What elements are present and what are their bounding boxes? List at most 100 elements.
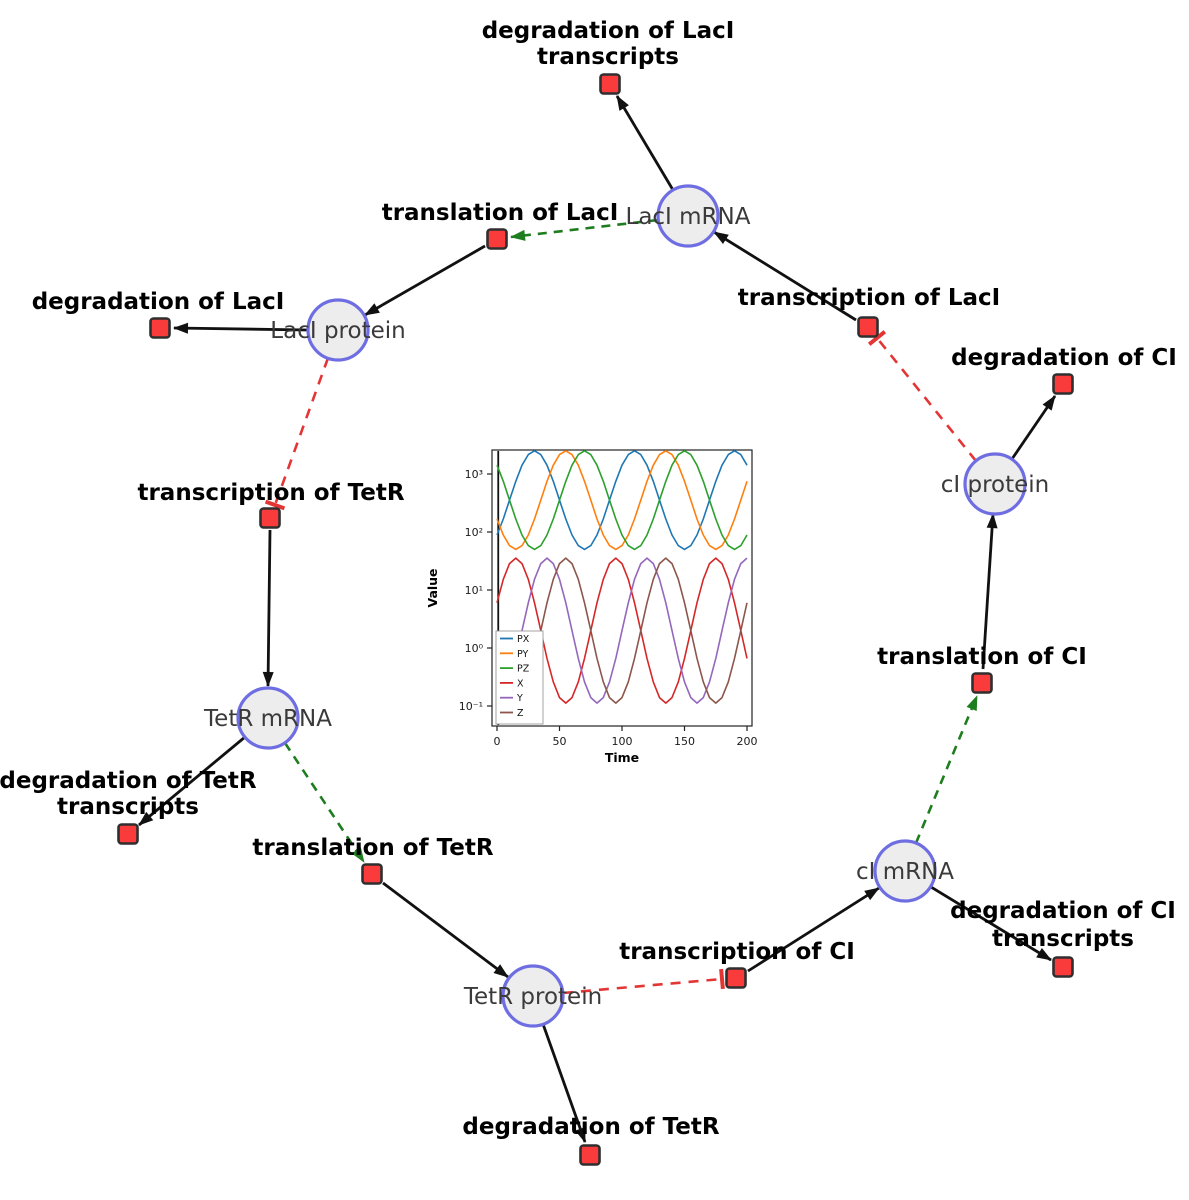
series-line-X: [496, 557, 748, 704]
edge-ci-mrna-to-degradation-transcripts: [930, 885, 1052, 962]
series-line-PY: [496, 449, 748, 551]
edge-transcription-laci-to-laci-mrna: [713, 230, 857, 322]
reaction-node-translation-of-tetr: translation of TetR: [252, 835, 494, 885]
x-axis-label: Time: [605, 750, 639, 765]
reaction-label: transcription of TetR: [137, 480, 404, 506]
reaction-node-degradation-of-laci: degradation of LacI: [32, 289, 285, 339]
reaction-square-icon: [579, 1144, 601, 1166]
species-circle-icon: [963, 452, 1027, 516]
species-node-ci-mrna: cI mRNA: [856, 839, 954, 903]
y-tick-label: 10³: [465, 468, 483, 481]
y-tick-label: 10²: [465, 526, 483, 539]
reaction-label: degradation of LacI: [482, 18, 735, 44]
edge-tetr-protein-inhibits-transcription-ci: [562, 968, 725, 995]
reaction-node-translation-of-ci: translation of CI: [877, 644, 1087, 694]
reaction-label: translation of CI: [877, 644, 1087, 670]
reaction-square-icon: [149, 317, 171, 339]
edge-laci-mrna-to-degradation-transcripts: [615, 95, 675, 191]
reaction-square-icon: [971, 672, 993, 694]
reaction-label: degradation of CI: [950, 898, 1176, 924]
reaction-node-translation-of-laci: translation of LacI: [382, 200, 619, 250]
edge-translation-laci-to-laci-protein: [364, 244, 486, 317]
reaction-square-icon: [1052, 956, 1074, 978]
x-tick-label: 100: [612, 735, 633, 748]
legend-box: [495, 630, 544, 725]
x-tick-label: 0: [494, 735, 501, 748]
reaction-node-transcription-of-tetr: transcription of TetR: [137, 480, 405, 529]
reaction-label: transcripts: [537, 44, 679, 70]
legend-label: PX: [517, 634, 530, 645]
reaction-square-icon: [117, 823, 139, 845]
edge-tetr-protein-to-degradation-tetr: [541, 1023, 587, 1143]
edge-ci-protein-to-degradation-ci: [1010, 395, 1057, 460]
species-circle-icon: [236, 686, 300, 750]
reaction-label: degradation of CI: [951, 345, 1177, 371]
series-line-PX: [496, 449, 748, 551]
x-tick-label: 50: [553, 735, 567, 748]
edge-laci-mrna-modifies-translation-laci: [510, 218, 659, 241]
edge-ci-mrna-modifies-translation-ci: [914, 695, 979, 844]
species-circle-icon: [501, 964, 565, 1028]
species-circle-icon: [873, 839, 937, 903]
species-label: LacI protein: [270, 318, 405, 344]
reaction-label: transcription of LacI: [738, 285, 1001, 311]
reaction-square-icon: [486, 228, 508, 250]
reaction-label: degradation of TetR: [462, 1114, 719, 1140]
reaction-label: transcription of CI: [619, 939, 855, 965]
species-label: TetR protein: [463, 984, 602, 1010]
legend: PX PY PZ XYZ: [495, 630, 544, 725]
reaction-node-transcription-of-laci: transcription of LacI: [738, 285, 1001, 338]
x-tick-label: 200: [737, 735, 758, 748]
reaction-label: degradation of LacI: [32, 289, 285, 315]
x-tick-label: 150: [674, 735, 695, 748]
reaction-square-icon: [1052, 373, 1074, 395]
reaction-node-degradation-of-ci: degradation of CI: [951, 345, 1177, 395]
edge-translation-tetr-to-tetr-protein: [382, 881, 509, 979]
series-line-Y: [496, 557, 748, 704]
legend-label: PZ: [517, 664, 530, 675]
species-circle-icon: [656, 184, 720, 248]
legend-label: Y: [516, 693, 523, 704]
y-tick-label: 10¹: [465, 584, 483, 597]
edge-ci-protein-inhibits-transcription-laci: [867, 330, 978, 462]
species-node-laci-protein: LacI protein: [270, 298, 406, 362]
reaction-node-transcription-of-ci: transcription of CI: [619, 939, 855, 989]
reaction-label: translation of LacI: [382, 200, 619, 226]
edge-transcription-tetr-to-tetr-mrna: [262, 529, 274, 687]
edge-tetr-mrna-to-degradation-transcripts: [138, 735, 246, 827]
reaction-square-icon: [857, 316, 879, 338]
species-label: LacI mRNA: [626, 204, 751, 230]
edge-transcription-ci-to-ci-mrna: [747, 886, 880, 973]
legend-label: PY: [517, 649, 529, 660]
y-axis-label: Value: [425, 568, 440, 607]
reaction-square-icon: [361, 863, 383, 885]
reaction-square-icon: [599, 73, 621, 95]
edge-tetr-mrna-modifies-translation-tetr: [283, 742, 366, 863]
reaction-square-icon: [725, 967, 747, 989]
edge-laci-protein-to-degradation-laci: [173, 322, 309, 334]
series-line-PZ: [496, 449, 748, 551]
reaction-square-icon: [259, 507, 281, 529]
species-circle-icon: [306, 298, 370, 362]
species-node-laci-mrna: LacI mRNA: [626, 184, 751, 248]
reaction-label: translation of TetR: [252, 835, 493, 861]
reaction-label: degradation of TetR: [0, 768, 257, 794]
reaction-label: transcripts: [992, 926, 1134, 952]
species-label: cI mRNA: [856, 859, 954, 885]
species-node-tetr-protein: TetR protein: [463, 964, 602, 1028]
edge-laci-protein-inhibits-transcription-tetr: [264, 357, 330, 511]
y-tick-label: 10⁻¹: [459, 700, 483, 713]
legend-label: Z: [517, 708, 524, 719]
y-tick-label: 10⁰: [465, 642, 484, 655]
reaction-node-degradation-of-tetr: degradation of TetR: [462, 1114, 720, 1166]
species-label: cI protein: [941, 472, 1050, 498]
species-label: TetR mRNA: [203, 706, 332, 732]
species-node-ci-protein: cI protein: [941, 452, 1050, 516]
legend-label: X: [517, 678, 524, 689]
